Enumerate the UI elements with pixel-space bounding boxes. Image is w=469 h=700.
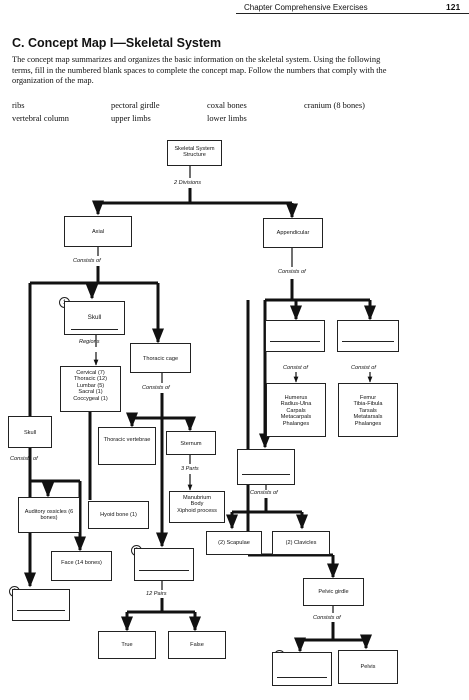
bone-lower-phalanges: Phalanges xyxy=(354,420,382,427)
sternum-part-xiphoid: Xiphoid process xyxy=(177,507,217,514)
bone-metacarpals: Metacarpals xyxy=(280,414,312,421)
page-number: 121 xyxy=(446,2,461,12)
term-pectoral-girdle: pectoral girdle xyxy=(111,101,160,110)
clavicles-box: (2) Clavicles xyxy=(272,531,330,555)
vertebral-regions-box: Cervical (7) Thoracic (12) Lumbar (5) Sa… xyxy=(60,366,121,412)
term-cranium: cranium (8 bones) xyxy=(304,101,365,110)
root-box: Skeletal System Structure xyxy=(167,140,222,166)
blank-3-line[interactable] xyxy=(139,570,189,571)
hyoid-bone-box: Hyoid bone (1) xyxy=(88,501,149,529)
blank-7-line[interactable] xyxy=(342,341,394,342)
sternum-box: Sternum xyxy=(166,431,216,455)
region-thoracic: Thoracic (12) xyxy=(74,376,107,383)
regions-label: Regions xyxy=(79,339,100,345)
blank-5-box xyxy=(265,320,325,352)
false-ribs-box: False xyxy=(168,631,226,659)
three-parts-label: 3 Parts xyxy=(181,466,199,472)
section-title: C. Concept Map I—Skeletal System xyxy=(12,36,222,50)
term-ribs: ribs xyxy=(12,101,25,110)
blank-4-line[interactable] xyxy=(242,474,290,475)
blank-5-line[interactable] xyxy=(270,341,320,342)
region-lumbar: Lumbar (5) xyxy=(76,382,105,389)
two-divisions-label: 2 Divisions xyxy=(174,180,202,186)
pelvic-consists-of-label: Consists of xyxy=(313,615,341,621)
blank-2-box xyxy=(12,589,70,621)
skull-box: Skull xyxy=(8,416,52,448)
true-ribs-box: True xyxy=(98,631,156,659)
blank-8-box xyxy=(272,652,332,686)
sternum-part-manubrium: Manubrium xyxy=(183,495,211,501)
lower-limbs-consist-of-label: Consist of xyxy=(351,365,376,371)
twelve-pairs-label: 12 Pairs xyxy=(146,591,167,597)
upper-limbs-consist-of-label: Consist of xyxy=(283,365,308,371)
appendicular-box: Appendicular xyxy=(263,218,323,248)
lower-limb-bones-box: Femur Tibia-Fibula Tarsals Metatarsals P… xyxy=(338,383,398,437)
skull-blank-label: Skull xyxy=(87,314,102,321)
sternum-parts-box: Manubrium Body Xiphoid process xyxy=(169,491,225,523)
scapulae-box: (2) Scapulae xyxy=(206,531,262,555)
bone-tibia-fibula: Tibia-Fibula xyxy=(353,401,383,408)
thoracic-vertebrae-box: Thoracic vertebrae xyxy=(98,427,156,465)
bone-metatarsals: Metatarsals xyxy=(353,414,383,421)
bone-femur: Femur xyxy=(359,395,377,401)
region-cervical: Cervical (7) xyxy=(76,370,105,376)
bone-tarsals: Tarsals xyxy=(359,407,377,414)
blank-4-box xyxy=(237,449,295,485)
bone-upper-phalanges: Phalanges xyxy=(282,420,310,427)
region-coccygeal: Coccygeal (1) xyxy=(73,395,108,402)
blank-1-line[interactable] xyxy=(71,329,118,330)
pelvis-box: Pelvis xyxy=(338,650,398,684)
chapter-title: Chapter Comprehensive Exercises xyxy=(244,3,368,12)
appendicular-consists-of-label: Consists of xyxy=(278,269,306,275)
auditory-ossicles-box: Auditory ossicles (6 bones) xyxy=(18,497,80,533)
blank-3-box xyxy=(134,548,194,581)
blank-8-line[interactable] xyxy=(277,677,327,678)
pelvic-girdle-box: Pelvic girdle xyxy=(303,578,364,606)
axial-consists-of-label: Consists of xyxy=(73,258,101,264)
skull-consists-of-label: Consists of xyxy=(10,456,38,462)
bone-carpals: Carpals xyxy=(286,407,306,414)
blank-2-line[interactable] xyxy=(17,610,65,611)
thoracic-cage-box: Thoracic cage xyxy=(130,343,191,373)
bone-humerus: Humerus xyxy=(284,395,308,401)
term-vertebral-column: vertebral column xyxy=(12,114,69,123)
upper-limb-bones-box: Humerus Radius-Ulna Carpals Metacarpals … xyxy=(266,383,326,437)
bone-radius-ulna: Radius-Ulna xyxy=(280,401,312,408)
axial-box: Axial xyxy=(64,216,132,247)
header-rule xyxy=(236,13,469,14)
thoracic-cage-consists-of-label: Consists of xyxy=(142,385,170,391)
term-upper-limbs: upper limbs xyxy=(111,114,151,123)
face-box: Face (14 bones) xyxy=(51,551,112,581)
instructions: The concept map summarizes and organizes… xyxy=(12,55,387,86)
term-lower-limbs: lower limbs xyxy=(207,114,247,123)
blank-1-box: Skull xyxy=(64,301,125,335)
sternum-part-body: Body xyxy=(190,501,204,508)
pectoral-consists-of-label: Consists of xyxy=(250,490,278,496)
region-sacral: Sacral (1) xyxy=(78,389,103,396)
term-coxal-bones: coxal bones xyxy=(207,101,247,110)
blank-7-box xyxy=(337,320,399,352)
